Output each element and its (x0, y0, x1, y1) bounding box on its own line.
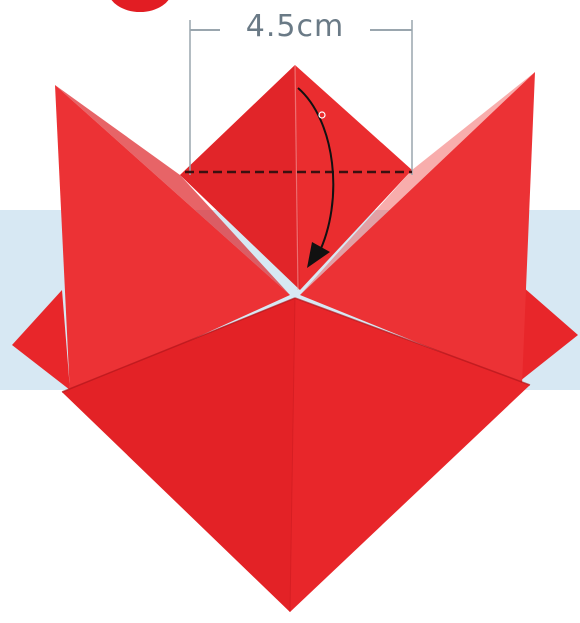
dimension-label: 4.5cm (220, 8, 370, 46)
